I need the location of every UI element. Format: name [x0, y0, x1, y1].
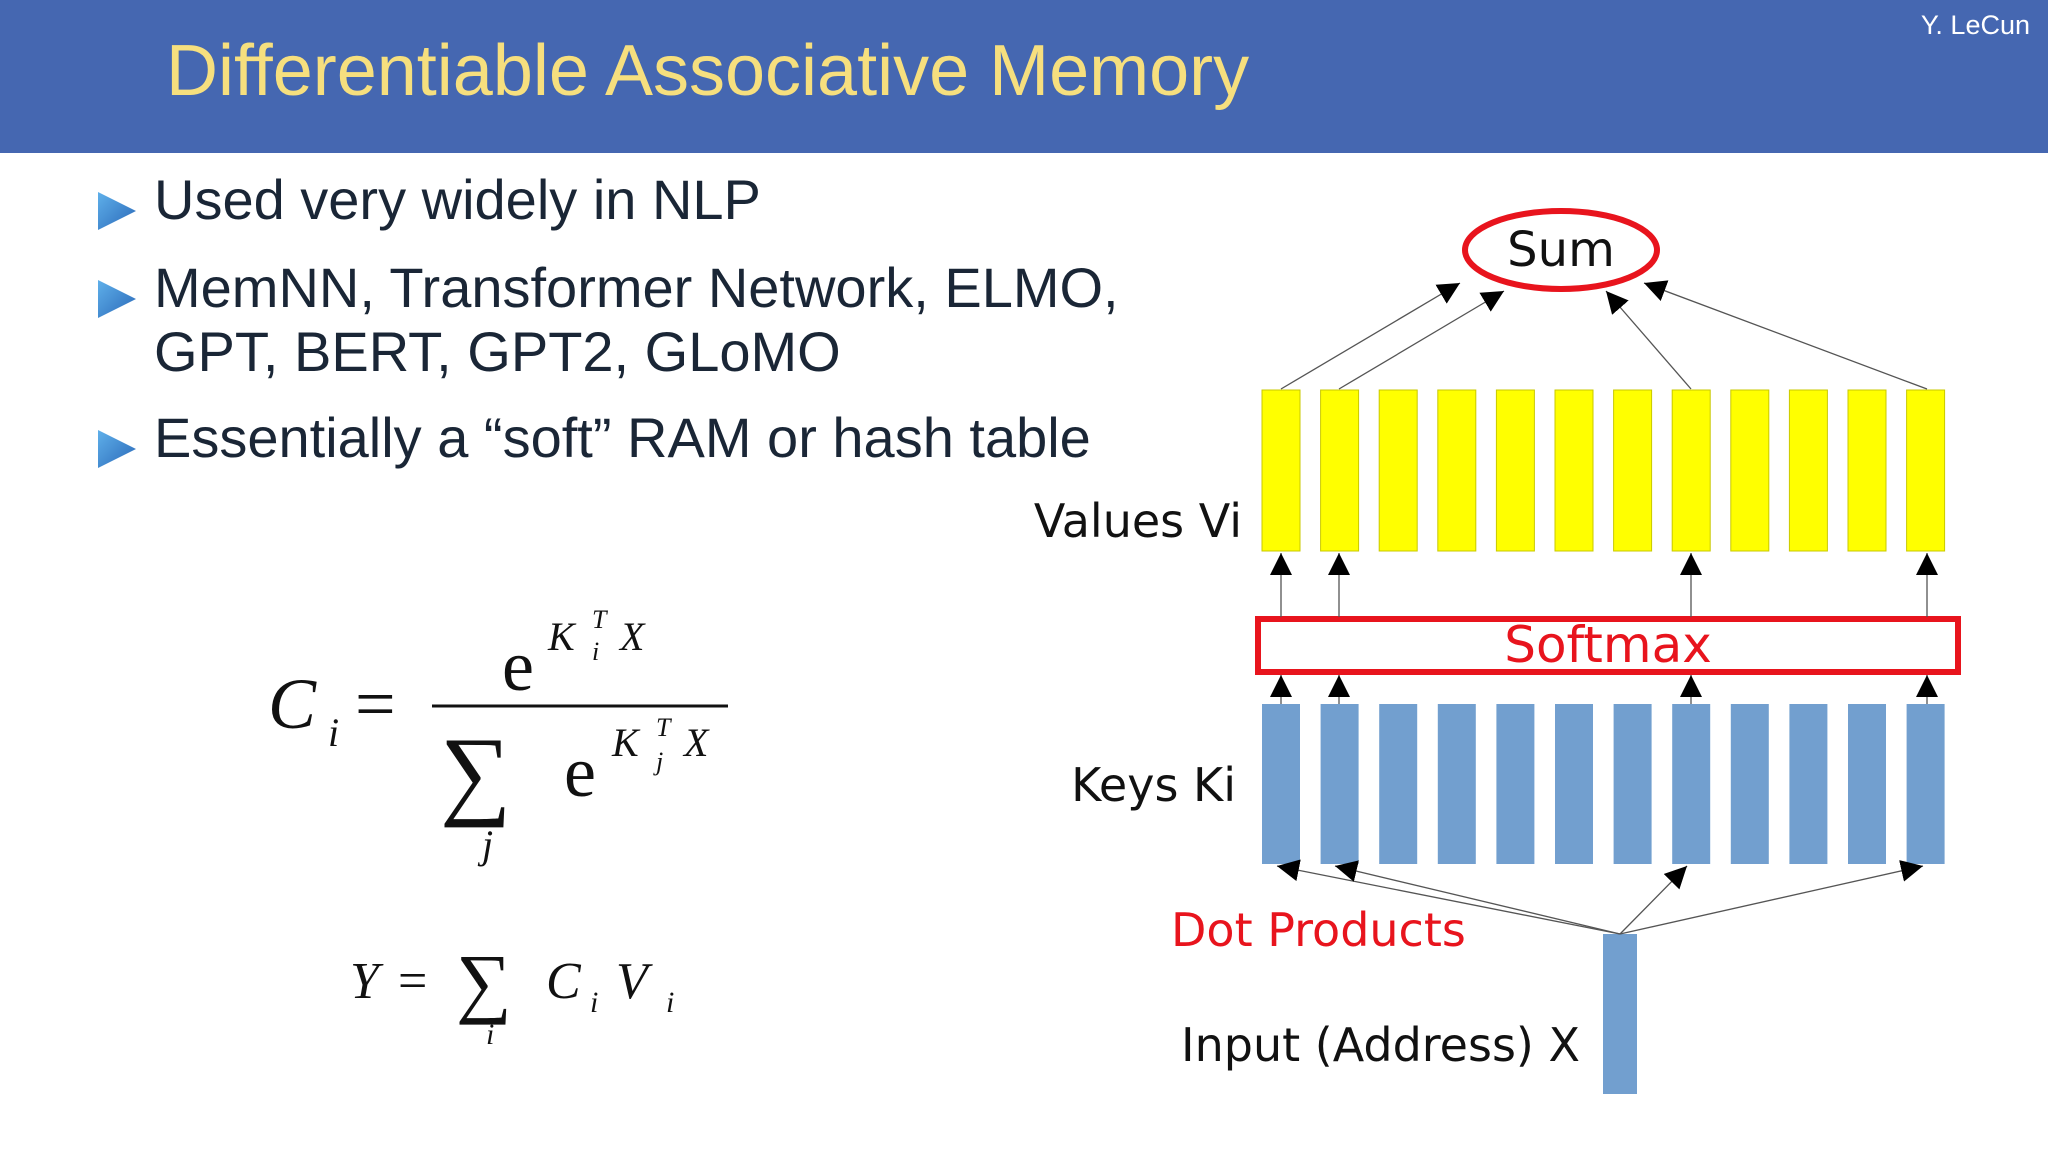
formula-num-sub: i: [592, 637, 599, 666]
value-slot: [1847, 389, 1887, 552]
diagram-labels: Values Vi Keys Ki Dot Products Input (Ad…: [1034, 494, 1580, 1072]
sum-label: Sum: [1507, 222, 1615, 278]
formula-den-x: X: [682, 720, 710, 765]
value-slot: [1261, 389, 1301, 552]
arrow: [1280, 282, 1461, 390]
dot-product-arrows: [1276, 859, 1924, 935]
formula-exp-base-2: e: [564, 732, 596, 812]
formula-c: C: [268, 664, 317, 744]
triangle-bullet-icon: [98, 430, 136, 468]
key-slot: [1672, 704, 1711, 864]
softmax-box: [1255, 616, 1961, 675]
values-label: Values Vi: [1034, 494, 1242, 548]
key-slot: [1848, 704, 1886, 864]
formula-num-x: X: [618, 614, 646, 659]
arrow: [1338, 290, 1505, 390]
slide-title: Differentiable Associative Memory: [166, 31, 1250, 111]
triangle-bullet-icon: [98, 280, 136, 318]
dot-products-label: Dot Products: [1171, 903, 1466, 957]
arrow: [1334, 860, 1621, 935]
input-label: Input (Address) X: [1181, 1018, 1580, 1072]
key-slot: [1555, 704, 1593, 864]
author-label: Y. LeCun: [1920, 10, 2030, 40]
formula-equals-2: =: [398, 953, 427, 1010]
value-slot: [1730, 389, 1770, 552]
value-slot: [1613, 389, 1653, 552]
sum-node: [1462, 208, 1660, 292]
key-slot: [1613, 704, 1652, 864]
formula-v: V: [616, 953, 653, 1010]
softmax-to-value-arrows: [1270, 553, 1938, 617]
formula-den-sub: j: [477, 822, 493, 867]
softmax-formula: C i = e K T i X ∑ j e K T j X: [268, 605, 728, 867]
formula-den-t: T: [656, 713, 672, 742]
softmax-label: Softmax: [1504, 616, 1712, 674]
formula-sum-sign-2: ∑: [456, 938, 512, 1025]
bullet-text: Essentially a “soft” RAM or hash table: [154, 406, 1091, 469]
key-slot: [1262, 704, 1300, 864]
key-slot: [1789, 704, 1828, 864]
triangle-bullet-icon: [98, 192, 136, 230]
value-to-sum-arrows: [1280, 280, 1928, 390]
value-slot: [1671, 389, 1711, 552]
arrow: [1619, 860, 1924, 935]
value-slot: [1788, 389, 1828, 552]
formula-sum-sign: ∑: [440, 717, 511, 828]
arrow: [1276, 859, 1621, 935]
formula-exp-base: e: [502, 626, 534, 706]
formula-den-k: K: [611, 720, 641, 765]
formula-num-k: K: [547, 614, 577, 659]
value-slot: [1906, 389, 1946, 552]
key-to-softmax-arrows: [1270, 675, 1938, 704]
value-slot: [1495, 389, 1535, 552]
formula-den-ksub: j: [653, 747, 663, 776]
key-slot: [1496, 704, 1535, 864]
value-slot: [1437, 389, 1477, 552]
arrow: [1643, 280, 1928, 390]
key-slot: [1437, 704, 1476, 864]
bullet-text: Used very widely in NLP: [154, 168, 761, 231]
formula-sum-sub: i: [486, 1018, 494, 1051]
value-slot: [1320, 389, 1360, 552]
key-bars: [1262, 704, 1945, 864]
arrow: [1619, 865, 1688, 935]
formula-c-sub-2: i: [590, 986, 598, 1019]
input-vector: [1603, 934, 1637, 1094]
value-bars: [1261, 389, 1946, 552]
formula-num-t: T: [592, 605, 608, 634]
keys-label: Keys Ki: [1071, 758, 1236, 812]
title-bar: Differentiable Associative Memory Y. LeC…: [0, 0, 2048, 153]
memory-diagram: Softmax Sum: [1034, 208, 1961, 1094]
arrow: [1605, 290, 1692, 390]
formula-equals: =: [355, 664, 396, 744]
formula-y: Y: [350, 953, 384, 1010]
bullet-text: MemNN, Transformer Network, ELMO,GPT, BE…: [154, 256, 1119, 383]
value-slot: [1378, 389, 1418, 552]
formula-c-sub: i: [328, 710, 339, 755]
key-slot: [1906, 704, 1945, 864]
output-formula: Y = ∑ i C i V i: [350, 938, 674, 1051]
key-slot: [1320, 704, 1359, 864]
formula-c-2: C: [546, 953, 582, 1010]
value-slot: [1554, 389, 1594, 552]
key-slot: [1730, 704, 1769, 864]
key-slot: [1379, 704, 1418, 864]
formula-v-sub: i: [666, 986, 674, 1019]
